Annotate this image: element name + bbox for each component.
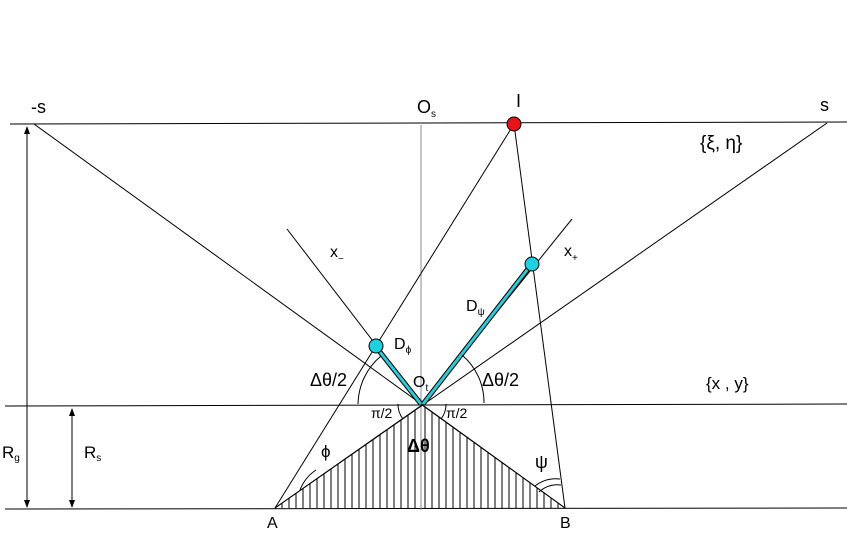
label-d-psi: Dψ: [466, 298, 485, 318]
label-i: I: [516, 91, 521, 111]
rs-dimension-arrow: [69, 408, 75, 508]
arc-psi: [534, 478, 561, 487]
point-i: [506, 116, 522, 132]
label-x-plus: x+: [564, 243, 578, 264]
label-psi: ψ: [535, 452, 548, 472]
label-xi-eta: {ξ, η}: [700, 133, 742, 154]
label-rs: Rs: [84, 443, 101, 464]
hatched-wedge-left: [274, 404, 423, 509]
arc-psi-inner: [538, 484, 562, 493]
arc-phi: [299, 469, 317, 491]
middle-line: [4, 403, 847, 407]
label-phi: ϕ: [321, 442, 331, 461]
point-x-minus: [368, 338, 384, 354]
point-x-plus: [524, 256, 540, 272]
label-s: s: [820, 95, 829, 115]
bottom-line: [4, 507, 847, 510]
ray-i-to-b: [513, 123, 566, 509]
arc-pi-half-right: [440, 403, 447, 420]
label-delta-theta-half-right: Δθ/2: [482, 370, 519, 390]
label-ot: Ot: [413, 374, 428, 394]
top-line: [9, 121, 847, 125]
label-delta-theta-half-left: Δθ/2: [310, 370, 347, 390]
label-rg: Rg: [2, 443, 20, 464]
arc-delta-theta-half-right: [461, 354, 485, 404]
label-d-phi: Dϕ: [394, 336, 412, 356]
arc-pi-half-left: [397, 403, 404, 420]
label-pi-half-right: π/2: [446, 405, 468, 421]
label-os: Os: [417, 97, 436, 120]
label-minus-s: -s: [31, 97, 46, 117]
rg-dimension-arrow: [24, 126, 30, 508]
label-pi-half-left: π/2: [371, 405, 393, 421]
label-x-minus: x−: [330, 244, 344, 265]
arc-delta-theta-half-left: [357, 355, 382, 405]
label-a: A: [267, 515, 278, 532]
label-xy: {x , y}: [706, 374, 749, 393]
label-delta-theta: Δθ: [407, 436, 430, 456]
label-b: B: [560, 515, 571, 532]
ray-i-to-a: [274, 123, 515, 509]
